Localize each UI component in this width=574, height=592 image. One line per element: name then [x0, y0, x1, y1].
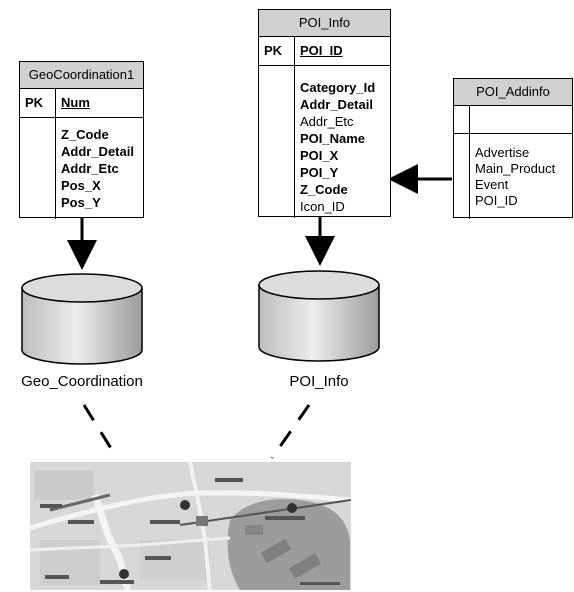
database-label-geo: Geo_Coordination	[21, 373, 143, 390]
pk-row: PK Num	[20, 89, 143, 118]
field-list: Advertise Main_Product Event POI_ID	[470, 134, 555, 219]
entity-gutter	[454, 134, 470, 219]
pk-label: PK	[20, 89, 56, 117]
field: POI_Name	[300, 131, 366, 146]
pk-row: PK POI_ID	[259, 37, 390, 66]
entity-body: Category_Id Addr_Detail Addr_Etc POI_Nam…	[259, 66, 390, 218]
entity-gutter	[259, 66, 295, 218]
field: Advertise	[475, 145, 530, 160]
field: Addr_Etc	[300, 114, 354, 129]
field: POI_ID	[475, 193, 518, 208]
field: POI_X	[300, 148, 339, 163]
entity-gutter	[20, 118, 56, 219]
pk-label	[454, 106, 470, 133]
database-label-poi: POI_Info	[289, 373, 349, 390]
entity-poi-info: POI_Info PK POI_ID Category_Id Addr_Deta…	[258, 9, 391, 218]
database-cylinder-poi	[258, 270, 380, 362]
pk-field: POI_ID	[300, 43, 343, 58]
pk-row	[454, 106, 572, 134]
field-list: Category_Id Addr_Detail Addr_Etc POI_Nam…	[295, 66, 375, 218]
pk-field	[470, 106, 475, 133]
field: Main_Product	[475, 161, 556, 176]
entity-poi-addinfo: POI_Addinfo Advertise Main_Product Event…	[453, 78, 573, 219]
field: Addr_Detail	[61, 144, 134, 159]
field: Pos_X	[61, 178, 101, 193]
entity-title: POI_Info	[259, 10, 390, 37]
entity-body: Advertise Main_Product Event POI_ID	[454, 134, 572, 219]
field-list: Z_Code Addr_Detail Addr_Etc Pos_X Pos_Y	[56, 118, 134, 219]
field: Event	[475, 177, 509, 192]
field: Addr_Detail	[300, 97, 373, 112]
field: Z_Code	[300, 182, 348, 197]
entity-title: POI_Addinfo	[454, 79, 572, 106]
dashed-connector-right	[270, 404, 311, 459]
field: POI_Y	[300, 165, 339, 180]
pk-field: Num	[61, 95, 90, 110]
field: Addr_Etc	[61, 161, 119, 176]
entity-body: Z_Code Addr_Detail Addr_Etc Pos_X Pos_Y	[20, 118, 143, 219]
field: Icon_ID	[300, 199, 345, 214]
entity-title: GeoCoordination1	[20, 62, 143, 89]
pk-label: PK	[259, 37, 295, 65]
dashed-connector-left	[82, 404, 119, 459]
field: Pos_Y	[61, 195, 101, 210]
database-cylinder-geo	[21, 273, 143, 365]
field: Category_Id	[300, 80, 376, 95]
entity-geocoordination1: GeoCoordination1 PK Num Z_Code Addr_Deta…	[19, 61, 144, 219]
field: Z_Code	[61, 127, 109, 142]
map-image	[29, 461, 352, 591]
